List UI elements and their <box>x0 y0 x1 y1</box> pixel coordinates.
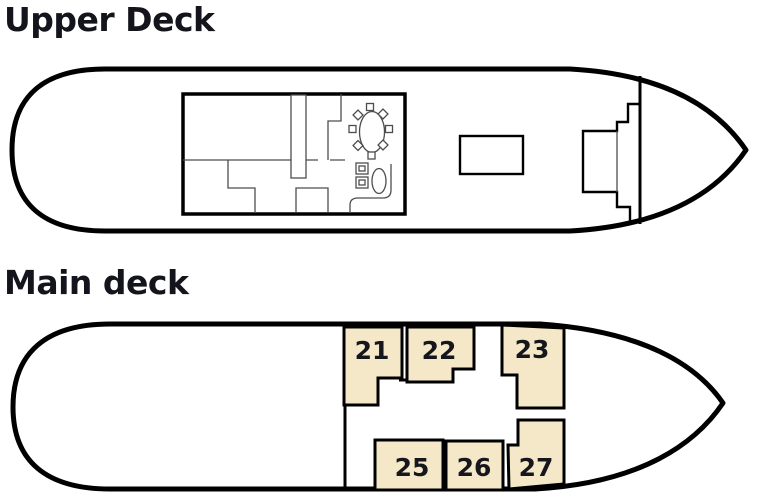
chair <box>352 109 364 121</box>
wheelhouse <box>581 76 642 224</box>
chair <box>352 139 364 152</box>
upper-deck-saloon <box>181 92 407 216</box>
cabin-23: 23 <box>500 323 566 410</box>
skylight-hatch <box>458 134 525 176</box>
chair <box>377 139 389 151</box>
cabin-21-number: 21 <box>355 336 390 365</box>
cabin-22-shape <box>405 325 476 384</box>
cabin-22-number: 22 <box>422 336 457 365</box>
upper-deck-title: Upper Deck <box>4 0 216 39</box>
galley-appliances <box>355 162 369 189</box>
appliance <box>355 162 369 175</box>
main-deck-section: Main deck 21 22 23 25 26 27 <box>4 263 726 492</box>
appliance <box>355 176 369 189</box>
chair <box>367 151 376 160</box>
cabin-21: 21 <box>342 325 404 407</box>
cabin-26: 26 <box>444 439 505 492</box>
appliance-inner <box>358 165 366 172</box>
chair <box>377 108 389 120</box>
cabin-26-number: 26 <box>457 453 492 482</box>
cabin-21-shape <box>342 325 404 407</box>
chair <box>365 102 375 112</box>
dining-chairs <box>348 102 394 160</box>
stair-shaft <box>290 94 307 179</box>
cabin-26-shape <box>444 439 505 492</box>
saloon-partition-walls <box>183 94 345 213</box>
upper-deck-section: Upper Deck <box>4 0 749 234</box>
cabin-23-shape <box>500 323 566 410</box>
chair <box>348 124 357 134</box>
curved-wall <box>349 164 392 213</box>
cabin-22: 22 <box>405 325 476 384</box>
chair <box>384 124 394 134</box>
cabin-23-number: 23 <box>515 335 550 364</box>
cabin-25: 25 <box>373 438 445 492</box>
cabin-27-number: 27 <box>519 453 554 482</box>
main-deck-title: Main deck <box>4 263 190 302</box>
appliance-inner <box>358 179 366 186</box>
wc-fixture <box>371 167 387 195</box>
wheelhouse-steps <box>581 102 640 221</box>
cabin-25-shape <box>373 438 445 492</box>
cabin-25-number: 25 <box>395 453 430 482</box>
cabin-27: 27 <box>506 418 566 491</box>
cabin-27-shape <box>506 418 566 491</box>
